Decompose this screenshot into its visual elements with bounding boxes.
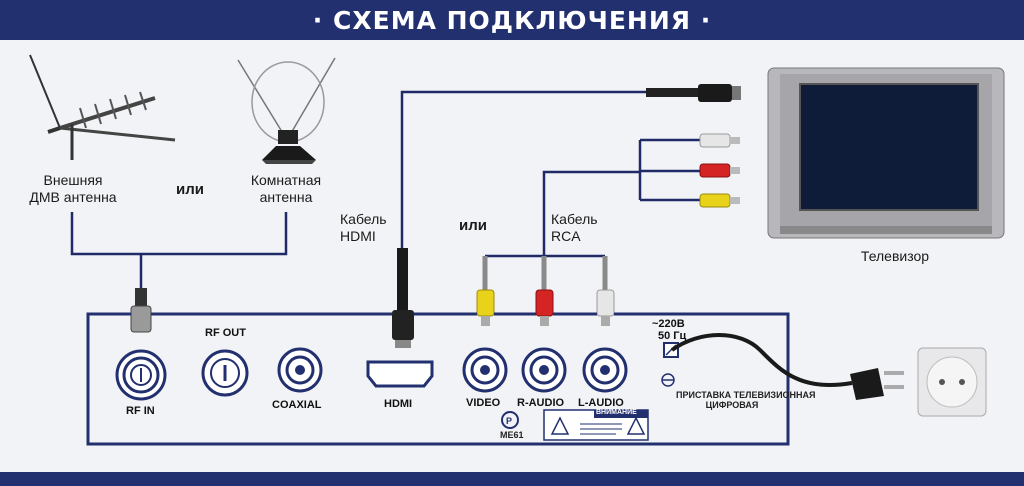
or-label-antennas: или: [176, 181, 204, 198]
header-banner: · СХЕМА ПОДКЛЮЧЕНИЯ ·: [0, 0, 1024, 40]
video-port: [462, 347, 508, 393]
port-label-rf-out: RF OUT: [205, 327, 246, 339]
port-label-video: VIDEO: [466, 397, 501, 409]
rca-plug-red-bottom-icon: [535, 289, 554, 326]
warning-title: ВНИМАНИЕ: [596, 409, 637, 416]
rca-cable-label-line1: Кабель: [551, 211, 598, 227]
tv-label: Телевизор: [860, 248, 930, 264]
indoor-antenna-label-line1: Комнатная: [250, 172, 322, 188]
rca-plug-white-top-icon: [699, 133, 740, 148]
power-plug-icon: [850, 368, 904, 400]
certification-mark-icon: P: [501, 411, 519, 429]
hdmi-cable-label: Кабель HDMI: [340, 211, 400, 245]
rca-plug-yellow-top-icon: [699, 193, 740, 208]
device-name-line2: ЦИФРОВАЯ: [705, 400, 759, 410]
hdmi-cable-label-line2: HDMI: [340, 228, 376, 244]
outdoor-antenna-label-line2: ДМВ антенна: [29, 189, 117, 205]
page-title: · СХЕМА ПОДКЛЮЧЕНИЯ ·: [312, 5, 712, 35]
outdoor-antenna-label-line1: Внешняя: [43, 172, 103, 188]
rf-plug-icon: [130, 288, 152, 333]
receiver-panel: [86, 312, 790, 446]
tv-icon: [767, 67, 1005, 239]
indoor-antenna-label-line2: антенна: [259, 189, 313, 205]
power-cord: [670, 333, 853, 388]
or-label-cables: или: [459, 217, 487, 234]
coaxial-port: [277, 347, 323, 393]
certification-code: МЕ61: [500, 430, 524, 440]
port-label-r-audio: R-AUDIO: [517, 397, 565, 409]
svg-text:P: P: [506, 416, 512, 426]
antenna-cable: [70, 212, 288, 290]
rf-out-port: [201, 349, 249, 397]
warning-label: [543, 409, 649, 441]
rca-cable-label: Кабель RCA: [551, 211, 611, 245]
indoor-antenna-icon: [237, 57, 336, 164]
earth-symbol-icon: [661, 373, 675, 387]
rca-plug-red-top-icon: [699, 163, 740, 178]
rf-in-port: [115, 349, 167, 401]
footer-bar: [0, 472, 1024, 486]
power-voltage-label: ~220В: [652, 318, 685, 330]
hdmi-cable: [400, 90, 648, 248]
rca-cable-gray: [482, 256, 608, 290]
power-frequency-label: 50 Гц: [658, 330, 687, 342]
port-label-rf-in: RF IN: [126, 405, 155, 417]
r-audio-port: [521, 347, 567, 393]
indoor-antenna-label: Комнатная антенна: [236, 172, 336, 206]
l-audio-port: [582, 347, 628, 393]
wall-socket-icon: [917, 347, 987, 417]
rca-cable: [485, 138, 700, 278]
hdmi-cable-label-line1: Кабель: [340, 211, 387, 227]
device-name-label: ПРИСТАВКА ТЕЛЕВИЗИОННАЯ ЦИФРОВАЯ: [676, 390, 816, 410]
outdoor-antenna-label: Внешняя ДМВ антенна: [18, 172, 128, 206]
device-name-line1: ПРИСТАВКА ТЕЛЕВИЗИОННАЯ: [676, 390, 816, 400]
rca-cable-label-line2: RCA: [551, 228, 581, 244]
rca-plug-yellow-bottom-icon: [476, 289, 495, 326]
port-label-hdmi: HDMI: [384, 398, 413, 410]
hdmi-port: [366, 360, 434, 388]
rca-plug-white-bottom-icon: [596, 289, 615, 326]
outdoor-antenna-icon: [29, 54, 176, 160]
hdmi-plug-bottom-icon: [392, 248, 414, 348]
port-label-coaxial: COAXIAL: [272, 399, 322, 411]
hdmi-plug-top-icon: [646, 84, 741, 102]
port-label-l-audio: L-AUDIO: [578, 397, 624, 409]
